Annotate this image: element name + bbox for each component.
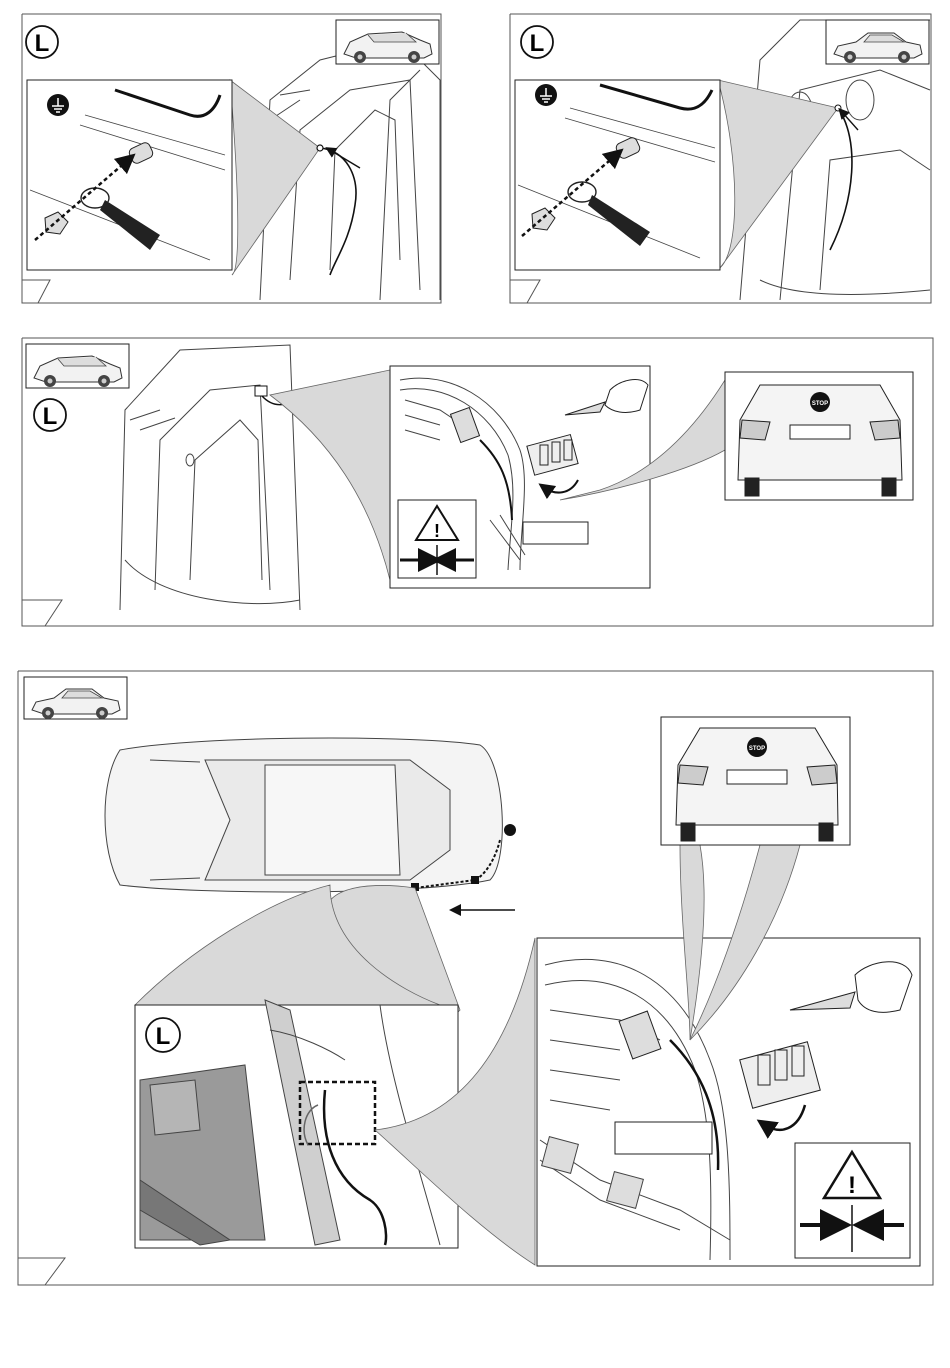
top-view-car-illustration: [105, 738, 502, 892]
stop-label: STOP: [749, 746, 765, 752]
svg-text:!: !: [848, 1172, 856, 1199]
panel-3: ! STOP L: [22, 338, 933, 626]
side-marker-label: L: [156, 1023, 171, 1050]
side-marker-label: L: [35, 30, 50, 57]
label-box-blank: [523, 522, 588, 544]
svg-text:!: !: [434, 521, 440, 541]
side-marker-label: L: [43, 403, 58, 430]
tow-ball-icon: [504, 824, 516, 836]
side-marker-label: L: [530, 30, 545, 57]
panel-1: L: [22, 14, 441, 303]
panel-4: L !: [18, 671, 933, 1285]
car-interior-illustration: [120, 345, 300, 610]
label-box-blank: [615, 1122, 712, 1154]
panel-2: L: [510, 14, 931, 303]
stop-label: STOP: [812, 401, 828, 407]
